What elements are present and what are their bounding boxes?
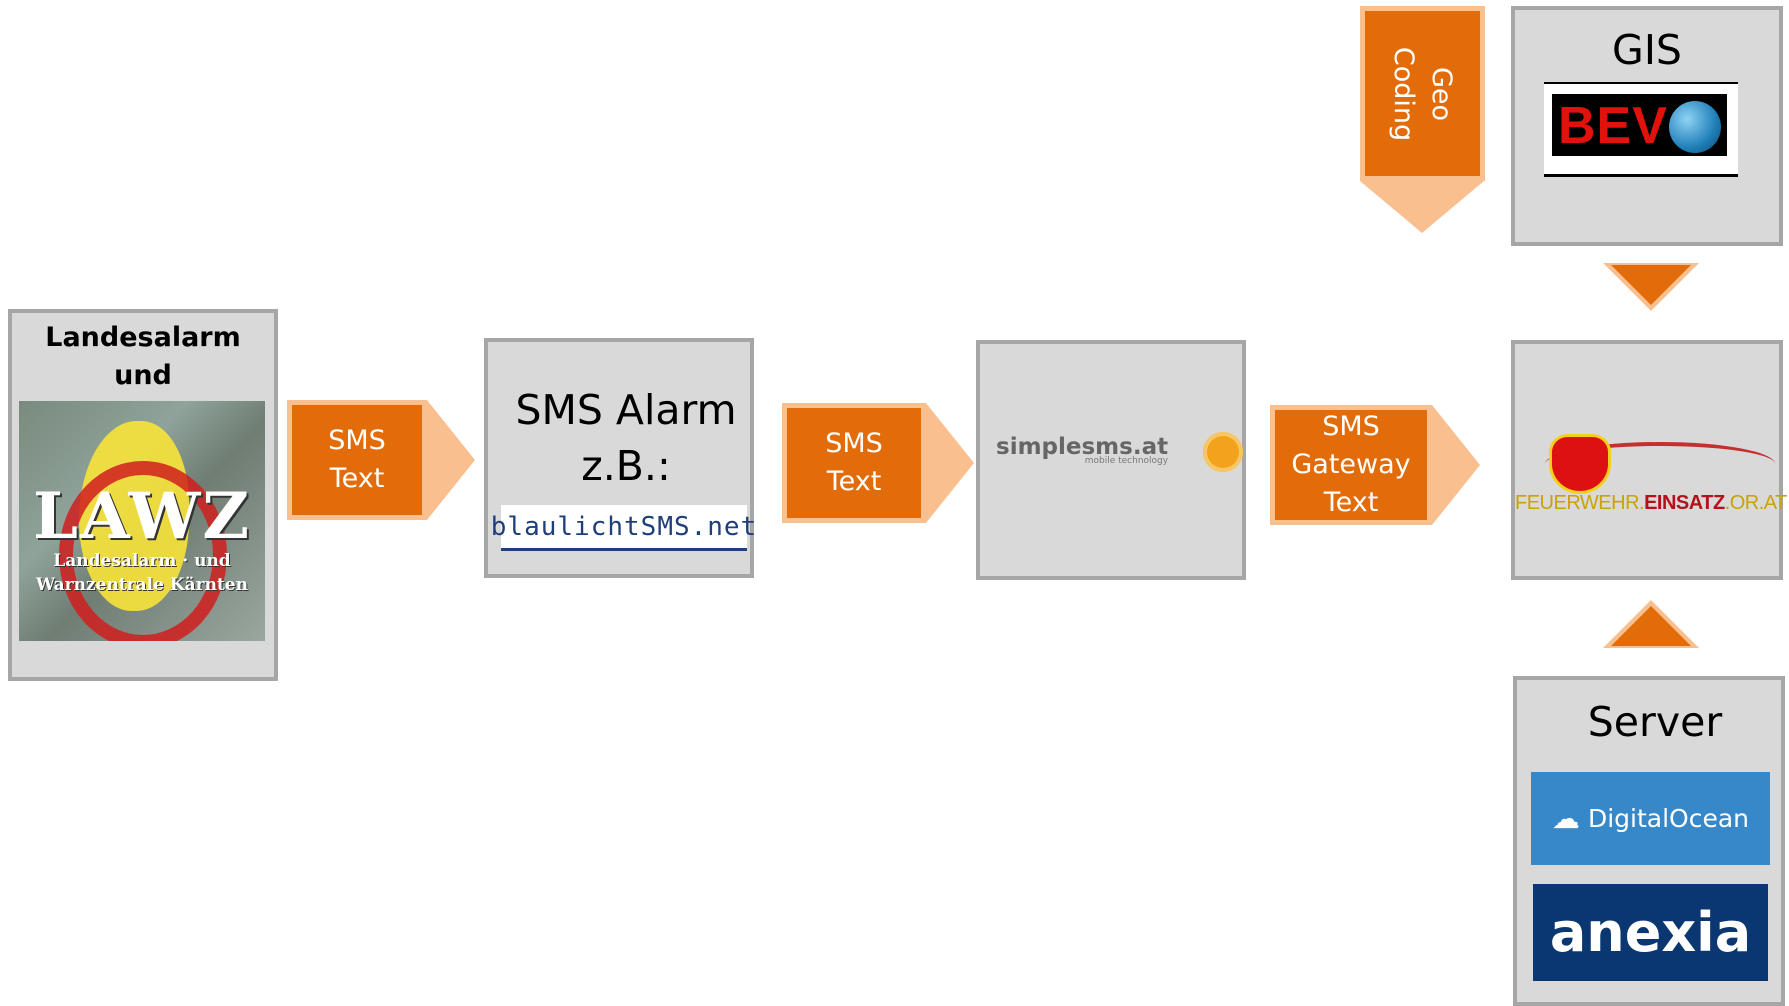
feuerwehr-swoosh [1545, 442, 1775, 486]
bev-logo-text: BEV [1558, 97, 1668, 155]
server-title: Server [1587, 698, 1723, 746]
feuerwehr-logo-text-a: FEUERWEHR. [1515, 492, 1645, 514]
feuerwehr-logo-text-b: EINSATZ [1644, 492, 1725, 514]
arrow-geo-coding-box: Geo Coding [1360, 6, 1485, 181]
simplesms-box: simplesms.at mobile technology [976, 340, 1246, 580]
lawz-logo-subtext: Landesalarm · und Warnzentrale Kärnten [36, 551, 248, 595]
arrow-head [1432, 405, 1480, 525]
digitalocean-logo: ☁ DigitalOcean [1531, 772, 1770, 865]
simplesms-logo: simplesms.at mobile technology [996, 434, 1168, 466]
sms-alarm-box: SMS Alarm z.B.: blaulichtSMS.net [484, 338, 756, 578]
cloud-icon: ☁ [1551, 802, 1580, 835]
blaulichtsms-logo: blaulichtSMS.net [491, 505, 756, 551]
gis-box: GIS BEV [1511, 6, 1783, 246]
arrow-head [427, 400, 475, 520]
feuerwehr-logo-text-c: .OR.AT [1724, 492, 1788, 514]
arrow-head [926, 403, 974, 523]
arrow-gis-down-inner [1611, 265, 1691, 305]
bev-logo: BEV [1544, 82, 1738, 177]
arrow-geo-coding-label: Geo Coding [1388, 46, 1458, 141]
digitalocean-logo-text: DigitalOcean [1587, 804, 1750, 833]
gis-title: GIS [1612, 26, 1682, 74]
arrow-sms-text-2: SMS Text [782, 403, 974, 523]
anexia-logo: anexia [1533, 884, 1768, 981]
lawz-logo: LAWZ Landesalarm · und Warnzentrale Kärn… [19, 401, 265, 641]
arrow-head [1360, 181, 1484, 233]
lawz-box: Landesalarm und Warnzentrale LAWZ Landes… [8, 309, 278, 681]
arrow-server-up-inner [1611, 606, 1691, 646]
arrow-sms-gateway-label: SMS Gateway Text [1270, 405, 1432, 525]
feuerwehr-logo: FEUERWEHR.EINSATZ.OR.AT [1515, 424, 1787, 524]
lawz-logo-text: LAWZ [32, 479, 252, 554]
arrow-sms-text-1: SMS Text [287, 400, 475, 520]
globe-icon [1669, 101, 1721, 153]
server-box: Server ☁ DigitalOcean anexia [1513, 676, 1785, 1006]
feuerwehr-box: FEUERWEHR.EINSATZ.OR.AT [1511, 340, 1787, 580]
fire-emblem-icon [1549, 434, 1611, 494]
feuerwehr-logo-text: FEUERWEHR.EINSATZ.OR.AT [1515, 492, 1787, 515]
simplesms-icon [1203, 432, 1243, 472]
arrow-sms-text-1-label: SMS Text [287, 400, 427, 520]
arrow-sms-gateway: SMS Gateway Text [1270, 405, 1480, 525]
simplesms-logo-subtext: mobile technology [1084, 456, 1169, 466]
arrow-geo-coding: Geo Coding [1360, 6, 1485, 233]
bev-logo-panel: BEV [1552, 94, 1727, 156]
arrow-sms-text-2-label: SMS Text [782, 403, 926, 523]
simplesms-logo-text: simplesms.at [996, 434, 1169, 460]
sms-alarm-title: SMS Alarm z.B.: [515, 386, 737, 490]
